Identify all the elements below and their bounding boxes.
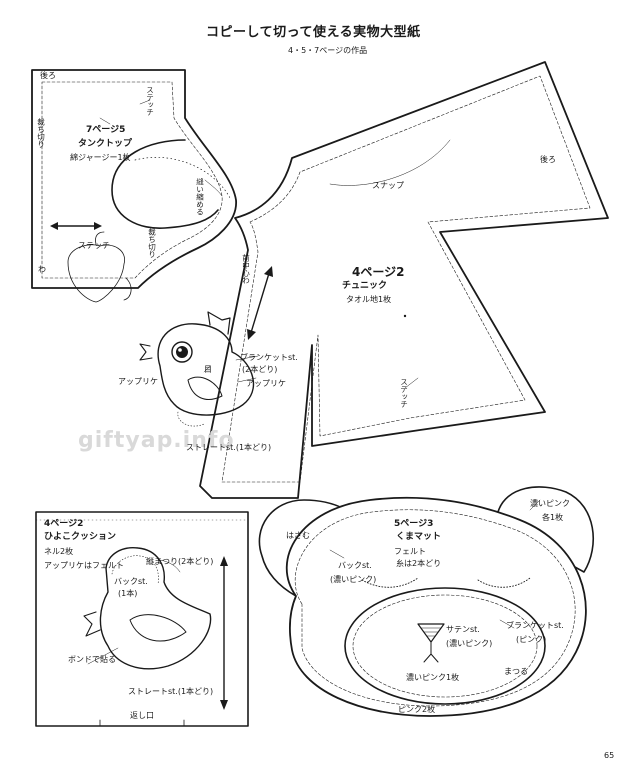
bear-matsuru: まつる: [504, 667, 528, 676]
cushion-bond: ボンドで貼る: [68, 655, 116, 664]
tanktop-back-label: 後ろ: [40, 71, 56, 80]
bear-title-page: 5ページ3: [394, 519, 434, 529]
bear-satin-color: (濃いピンク): [446, 639, 493, 648]
cushion-title-name: ひよこクッション: [44, 532, 117, 542]
page-subtitle: 4・5・7ページの作品: [288, 46, 368, 55]
tanktop-stitch-label: ステッチ: [145, 86, 155, 116]
tunic-title-name: チュニック: [342, 281, 388, 291]
cushion-opening: 返し口: [130, 711, 154, 720]
tunic-eye-label: 目: [204, 365, 212, 374]
tunic-pattern: [199, 61, 609, 499]
bear-back-st: バックst.: [338, 561, 372, 570]
bear-title-name: くまマット: [396, 532, 442, 542]
watermark: giftyap.info: [78, 428, 235, 453]
tunic-chick-applique: [139, 311, 259, 427]
cushion-straight: ストレートst.(1本どり): [128, 687, 214, 696]
tanktop-cut-label-1: 裁ち切り: [36, 118, 46, 148]
bear-pattern: [258, 486, 595, 717]
bear-hasamu: はさむ: [286, 531, 310, 540]
cushion-title-page: 4ページ2: [44, 519, 84, 529]
tunic-title-page: 4ページ2: [352, 265, 405, 279]
tunic-blanket-threads: (2本どり): [242, 365, 278, 374]
bear-ear-count: 各1枚: [542, 513, 564, 522]
tanktop-fold-label: 縫い縮める: [195, 178, 205, 216]
cushion-tatematsuri: 縦まつり(2本どり): [146, 557, 214, 566]
tunic-straight-label: ストレートst.(1本どり): [186, 443, 272, 452]
tanktop-material: 綿ジャージー1枚: [70, 153, 131, 162]
tunic-back-label: 後ろ: [540, 155, 556, 164]
tunic-snap-label: スナップ: [372, 181, 404, 190]
bear-back-st-color: (濃いピンク): [330, 575, 377, 584]
page-number: 65: [604, 751, 615, 760]
bear-ear-color: 濃いピンク: [530, 499, 570, 508]
tanktop-guide-label: ステッチ: [78, 241, 110, 250]
cushion-pattern: [35, 511, 249, 727]
tunic-front-center: 前中心わ: [241, 254, 251, 284]
tanktop-pattern: [31, 69, 237, 303]
cushion-material: ネル2枚: [44, 547, 74, 556]
tunic-blanket-label: ブランケットst.: [240, 353, 298, 362]
page-title: コピーして切って使える実物大型紙: [206, 25, 421, 40]
tanktop-wa-label: わ: [38, 265, 46, 274]
cushion-back-st: バックst.: [114, 577, 148, 586]
cushion-back-st-threads: (1本): [118, 589, 138, 598]
bear-outer: ピンク2枚: [398, 705, 436, 714]
tanktop-title-page: 7ページ5: [86, 125, 126, 135]
bear-blanket-color: (ピンク): [516, 635, 547, 644]
tunic-material: タオル地1枚: [346, 295, 392, 304]
cushion-note: アップリケはフェルト: [44, 561, 124, 570]
tunic-applique-label-2: アップリケ: [246, 379, 286, 388]
bear-inner: 濃いピンク1枚: [406, 673, 460, 682]
tunic-applique-label: アップリケ: [118, 377, 158, 386]
tanktop-cut-label-2: 裁ち切り: [147, 228, 157, 258]
tunic-stitch-label: ステッチ: [399, 378, 409, 408]
bear-material: フェルト: [394, 547, 426, 556]
bear-blanket: ブランケットst.: [506, 621, 564, 630]
bear-satin: サテンst.: [446, 625, 480, 634]
bear-thread: 糸は2本どり: [396, 559, 442, 568]
tanktop-title-name: タンクトップ: [78, 139, 133, 149]
